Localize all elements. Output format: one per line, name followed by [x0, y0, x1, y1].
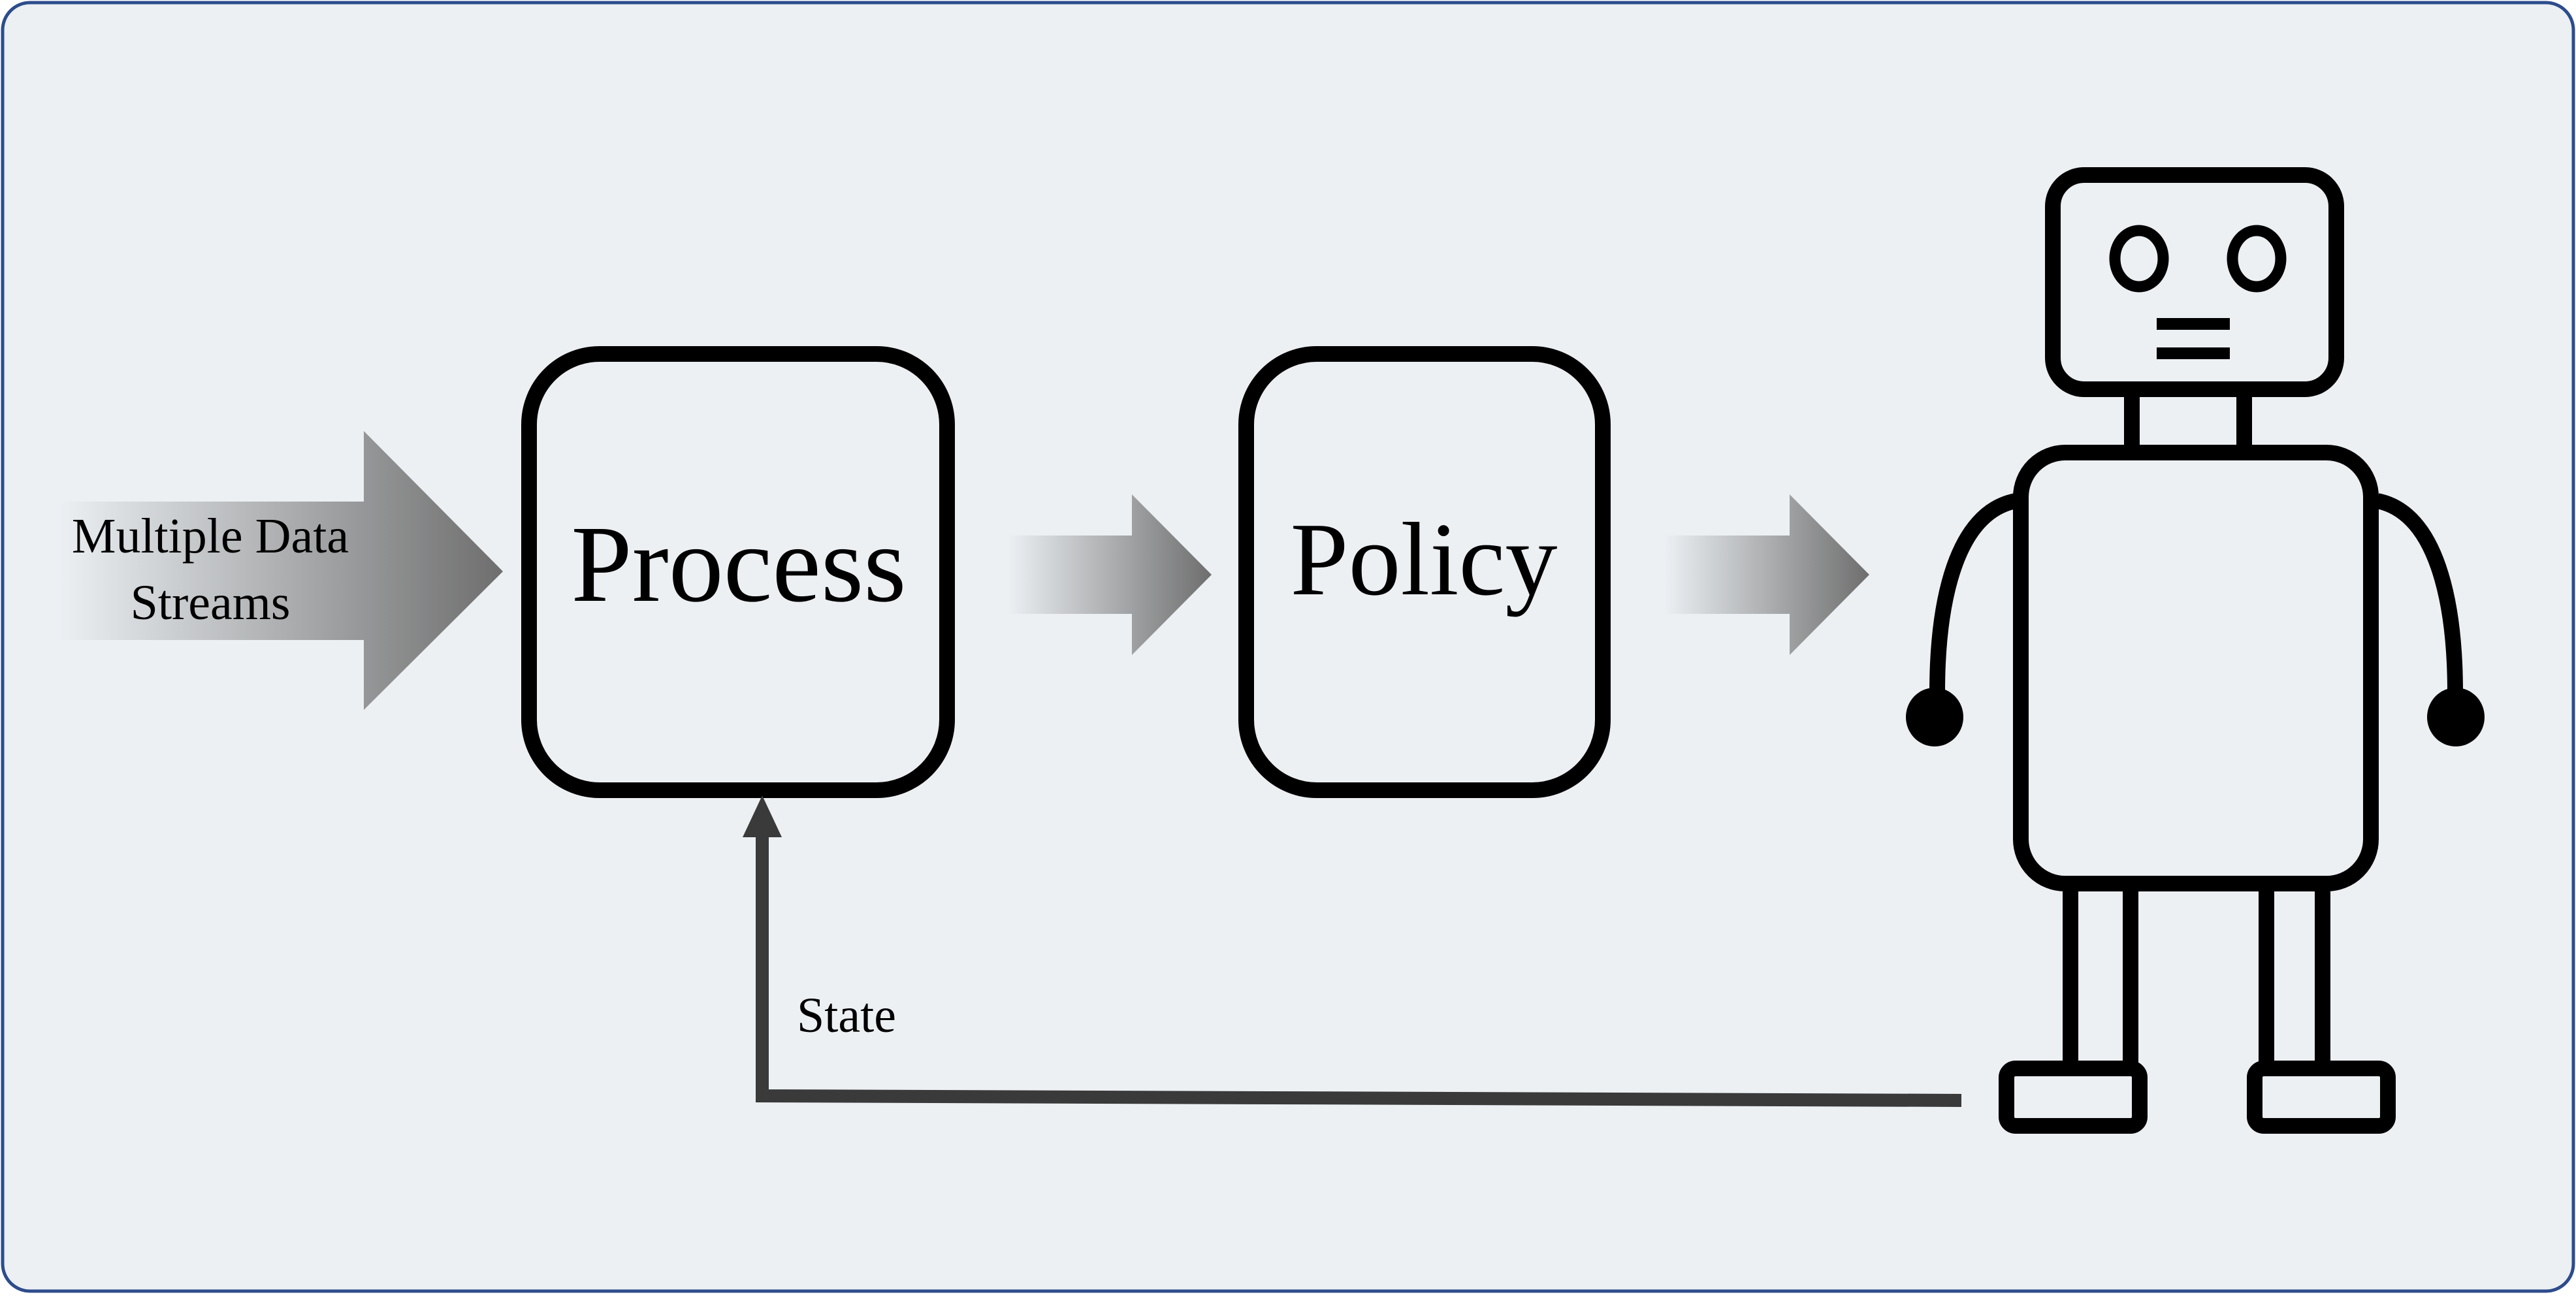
robot-head — [2045, 167, 2344, 397]
process-block — [521, 346, 955, 798]
input-arrow — [59, 431, 503, 710]
state-feedback-arrowhead — [743, 795, 782, 837]
policy-to-agent-arrow — [1664, 494, 1869, 655]
robot-body — [2013, 445, 2379, 891]
robot-mouth-top — [2157, 318, 2230, 330]
robot-left-hand — [1906, 688, 1963, 746]
robot-right-hand — [2427, 688, 2485, 746]
state-feedback-line — [756, 829, 1962, 1107]
robot-right-eye — [2227, 225, 2287, 293]
robot-left-arm — [1929, 493, 2018, 693]
input-label-line1: Multiple Data — [72, 509, 349, 564]
process-label: Process — [571, 504, 906, 625]
robot-mouth-bottom — [2157, 347, 2230, 359]
policy-block — [1238, 346, 1611, 798]
robot-icon — [1906, 167, 2485, 1134]
state-label: State — [797, 988, 896, 1043]
robot-left-foot — [1999, 1061, 2148, 1134]
policy-label: Policy — [1291, 501, 1558, 617]
robot-left-eye — [2109, 225, 2169, 293]
robot-right-foot — [2247, 1061, 2396, 1134]
input-label-line2: Streams — [131, 575, 291, 630]
robot-right-arm — [2375, 493, 2463, 693]
process-to-policy-arrow — [1008, 494, 1212, 655]
